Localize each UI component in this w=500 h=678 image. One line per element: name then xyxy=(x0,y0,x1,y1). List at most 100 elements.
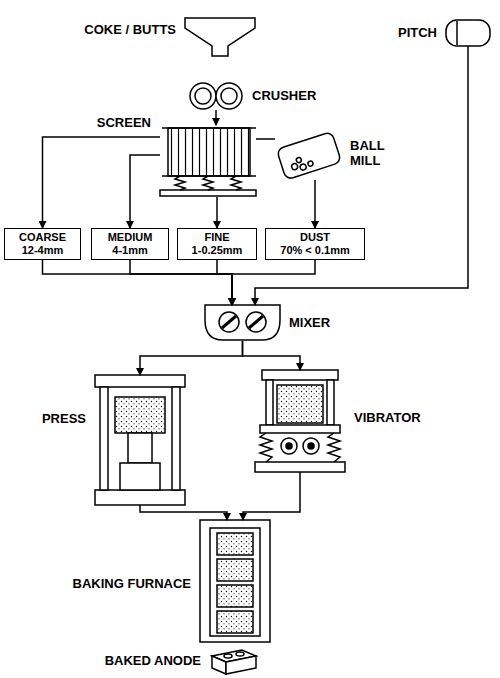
unit-name: BAKED ANODE xyxy=(105,653,201,668)
baking-furnace xyxy=(200,520,270,642)
equipment-unit: BAKING FURNACE xyxy=(200,520,270,642)
drawing-stroke xyxy=(128,433,152,463)
fraction-bin: MEDIUM4-1mm xyxy=(91,228,169,260)
unit-name: MIXER xyxy=(289,315,330,330)
flow-arrow xyxy=(130,155,160,228)
drawing-stroke xyxy=(262,370,338,380)
flow-arrow xyxy=(43,260,233,305)
bin-text: FINE xyxy=(181,231,253,244)
drawing-stroke xyxy=(255,462,345,472)
unit-name: VIBRATOR xyxy=(354,410,421,425)
bin-text: DUST xyxy=(269,231,361,244)
drawing-stroke xyxy=(115,397,165,433)
equipment-unit: MIXER xyxy=(205,305,280,341)
fraction-bin: FINE1-0.25mm xyxy=(177,228,257,260)
drawing-stroke xyxy=(162,127,256,129)
equipment-unit: SCREEN xyxy=(160,125,256,197)
fraction-bin: DUST70% < 0.1mm xyxy=(265,228,365,260)
drawing-stroke xyxy=(217,533,253,555)
unit-name: BALL MILL xyxy=(350,138,410,168)
vibrator xyxy=(255,370,345,472)
drawing-stroke xyxy=(200,520,270,642)
equipment-label: PRESS xyxy=(42,411,86,426)
drawing-stroke xyxy=(296,157,302,163)
flow-arrow xyxy=(215,110,217,125)
flow-arrow xyxy=(140,341,243,375)
drawing-stroke xyxy=(203,176,213,190)
flow-arrow xyxy=(232,260,315,305)
flow-arrow xyxy=(140,505,227,520)
drawing-stroke xyxy=(100,387,108,490)
unit-name: SCREEN xyxy=(97,115,151,130)
drawing-stroke xyxy=(308,443,314,449)
drawing-stroke xyxy=(195,88,211,104)
flow-arrow xyxy=(130,260,232,305)
drawing-stroke xyxy=(277,385,323,423)
fraction-bin: COARSE12-4mm xyxy=(4,228,81,260)
drawing-stroke xyxy=(224,654,232,658)
drawing-stroke xyxy=(217,611,253,633)
drawing-stroke xyxy=(291,163,299,171)
drawing-stroke xyxy=(236,652,244,656)
drawing-stroke xyxy=(95,375,185,387)
drawing-stroke xyxy=(327,380,334,425)
drawing-stroke xyxy=(217,559,253,581)
drawing-stroke xyxy=(168,128,250,176)
drawing-stroke xyxy=(162,175,256,177)
press xyxy=(95,375,185,505)
equipment-label: CRUSHER xyxy=(252,88,316,103)
bin-text: MEDIUM xyxy=(95,231,165,244)
drawing-stroke xyxy=(307,160,313,166)
flow-arrow xyxy=(255,46,468,305)
equipment-unit: CRUSHER xyxy=(189,82,243,110)
flow-arrow xyxy=(216,197,218,228)
drawing-stroke xyxy=(281,438,297,454)
unit-name: CRUSHER xyxy=(252,88,316,103)
drawing-stroke xyxy=(222,316,236,328)
equipment-label: PITCH xyxy=(398,25,437,40)
drawing-stroke xyxy=(260,425,340,433)
drawing-stroke xyxy=(120,463,160,490)
equipment-label: BALL MILL xyxy=(350,138,410,168)
equipment-unit: BAKED ANODE xyxy=(210,648,258,675)
equipment-label: BAKING FURNACE xyxy=(73,576,191,591)
drawing-stroke xyxy=(303,438,319,454)
drawing-stroke xyxy=(219,312,239,332)
baked-anode xyxy=(212,650,256,674)
flow-arrow xyxy=(243,341,301,370)
drawing-stroke xyxy=(95,490,185,505)
drawing-stroke xyxy=(217,585,253,607)
drawing-stroke xyxy=(210,528,260,636)
drawing-stroke xyxy=(276,132,341,180)
unit-name: COKE / BUTTS xyxy=(84,22,176,37)
crusher-rolls xyxy=(190,83,242,109)
equipment-label: MIXER xyxy=(289,315,330,330)
drawing-stroke xyxy=(221,88,237,104)
equipment-unit: PITCH xyxy=(446,20,490,46)
drawing-stroke xyxy=(246,312,266,332)
flow-arrow xyxy=(314,180,316,228)
bin-text: 12-4mm xyxy=(8,244,77,257)
equipment-label: VIBRATOR xyxy=(354,410,421,425)
mixer-trough xyxy=(205,305,280,340)
drawing-stroke xyxy=(299,163,307,171)
drawing-stroke xyxy=(446,20,490,46)
equipment-label: BAKED ANODE xyxy=(105,653,201,668)
bin-text: 1-0.25mm xyxy=(181,244,253,257)
vibrating-screen xyxy=(160,128,256,196)
equipment-unit: VIBRATOR xyxy=(255,370,345,472)
drawing-stroke xyxy=(328,433,340,462)
flow-arrow xyxy=(256,138,275,140)
drawing-stroke xyxy=(212,656,226,674)
drawing-stroke xyxy=(266,380,273,425)
drawing-stroke xyxy=(185,18,255,56)
bin-text: 70% < 0.1mm xyxy=(269,244,361,257)
equipment-unit: COKE / BUTTS xyxy=(185,18,255,56)
drawing-stroke xyxy=(160,190,256,196)
drawing-stroke xyxy=(231,176,241,190)
ball-mill xyxy=(276,132,341,180)
equipment-unit: PRESS xyxy=(95,375,185,505)
bin-text: COARSE xyxy=(8,231,77,244)
bin-text: 4-1mm xyxy=(95,244,165,257)
